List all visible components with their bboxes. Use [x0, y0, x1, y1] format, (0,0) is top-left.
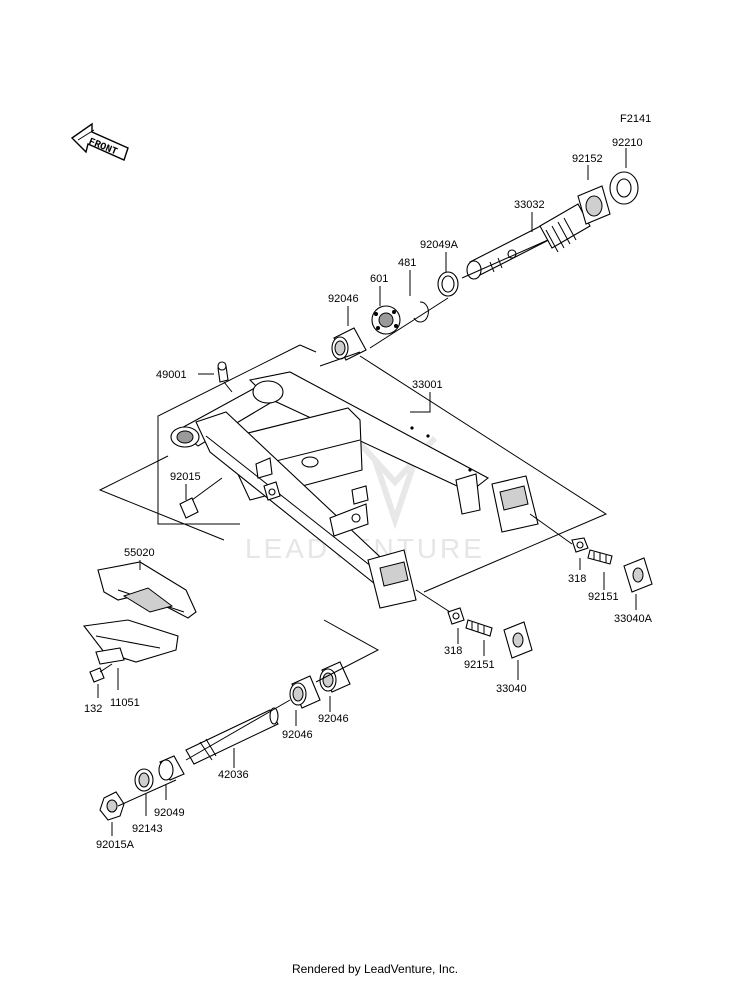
label-49001[interactable]: 49001	[156, 369, 187, 381]
label-92049[interactable]: 92049	[154, 807, 185, 819]
label-92151-mid[interactable]: 92151	[464, 659, 495, 671]
adjusting-bolt-92151-mid[interactable]	[465, 619, 493, 637]
label-318-right[interactable]: 318	[568, 573, 586, 585]
needle-bearing-92046-lower[interactable]	[289, 675, 321, 709]
figure-code: F2141	[620, 113, 651, 125]
cap-92143[interactable]	[134, 768, 154, 792]
pivot-shaft-42036[interactable]	[185, 707, 279, 765]
label-92049A[interactable]: 92049A	[420, 239, 459, 251]
collar-92049[interactable]	[158, 755, 185, 781]
swingarm-body[interactable]	[170, 371, 539, 609]
bolt-132[interactable]	[89, 663, 113, 683]
label-92015A[interactable]: 92015A	[96, 839, 135, 851]
label-92046-mid[interactable]: 92046	[318, 713, 349, 725]
label-33001[interactable]: 33001	[412, 379, 443, 391]
washer-92049A[interactable]	[437, 271, 459, 297]
bolt-92015[interactable]	[179, 477, 223, 519]
label-92046-low[interactable]: 92046	[282, 729, 313, 741]
label-92210[interactable]: 92210	[612, 137, 643, 149]
pivot-shaft-33032[interactable]	[466, 203, 591, 280]
chain-adjuster-33040A[interactable]	[623, 557, 653, 593]
footer-credit: Rendered by LeadVenture, Inc.	[291, 962, 459, 976]
label-33040A[interactable]: 33040A	[614, 613, 653, 625]
nut-92015A[interactable]	[99, 791, 125, 821]
label-601[interactable]: 601	[370, 273, 388, 285]
label-92151-right[interactable]: 92151	[588, 591, 619, 603]
label-42036[interactable]: 42036	[218, 769, 249, 781]
ball-bearing-601[interactable]	[371, 305, 401, 335]
label-92152[interactable]: 92152	[572, 153, 603, 165]
label-92046-top[interactable]: 92046	[328, 293, 359, 305]
grease-fitting-49001[interactable]	[217, 361, 233, 393]
nut-318-mid[interactable]	[447, 607, 465, 625]
label-92015[interactable]: 92015	[170, 471, 201, 483]
leader-lines	[97, 148, 637, 836]
nut-318-right[interactable]	[571, 537, 589, 553]
chain-guard-bracket-11051[interactable]	[82, 619, 179, 665]
needle-bearing-92046-upper[interactable]	[331, 327, 367, 361]
circlip-481[interactable]	[413, 301, 429, 323]
front-arrow-icon: FRONT	[70, 122, 129, 161]
nut-92152[interactable]	[577, 185, 611, 225]
locknut-92210[interactable]	[609, 171, 639, 205]
adjusting-bolt-92151-right[interactable]	[587, 549, 613, 565]
needle-bearing-92046-upper-lower[interactable]	[319, 661, 351, 693]
label-55020[interactable]: 55020	[124, 547, 155, 559]
chain-adjuster-33040[interactable]	[503, 621, 533, 659]
label-318-mid[interactable]: 318	[444, 645, 462, 657]
label-33040[interactable]: 33040	[496, 683, 527, 695]
label-481[interactable]: 481	[398, 257, 416, 269]
label-11051[interactable]: 11051	[110, 697, 140, 709]
label-132[interactable]: 132	[84, 703, 102, 715]
label-92143[interactable]: 92143	[132, 823, 163, 835]
part-labels: 92210 92152 33032 92049A 481 601 92046 4…	[84, 137, 653, 851]
label-33032[interactable]: 33032	[514, 199, 545, 211]
chain-guard-55020[interactable]	[97, 561, 197, 619]
